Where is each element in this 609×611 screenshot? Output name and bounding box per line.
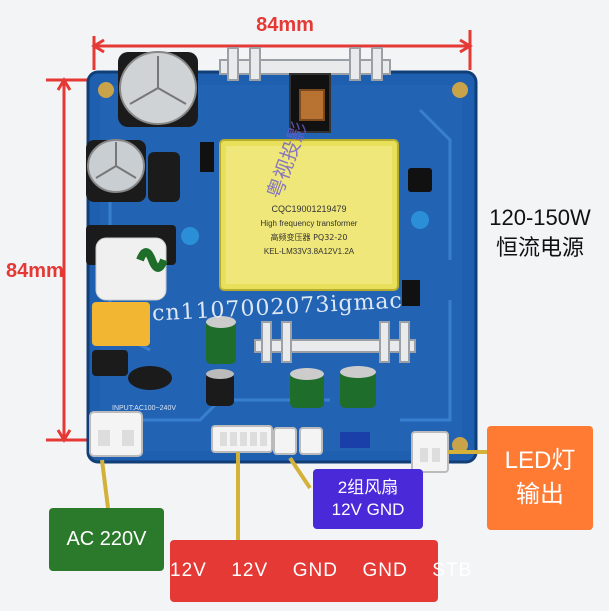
- led-output-connector: [411, 431, 449, 473]
- led-output-line-2: 输出: [516, 481, 564, 508]
- transformer-line-4: KEL-LM33V3.8A12V1.2A: [264, 247, 355, 256]
- height-dimension-label: 84mm: [6, 260, 64, 282]
- leader-lines: [100, 450, 487, 540]
- spec-type: 恒流电源: [495, 235, 584, 260]
- fan-line-2: 12V GND: [331, 500, 405, 519]
- heatsink-bottom: [254, 321, 416, 363]
- transformer-line-2: High frequency transformer: [261, 219, 358, 228]
- width-dimension-label: 84mm: [256, 14, 314, 36]
- transformer-line-1: CQC19001219479: [271, 204, 346, 214]
- small-parts: [181, 142, 432, 448]
- signal-connector: [211, 425, 273, 453]
- ac-input-connector: [89, 411, 143, 457]
- pins-annotation: 12V 12V GND GND STB: [170, 540, 471, 602]
- heatsink-top: [219, 47, 391, 133]
- fan-annotation: 2组风扇 12V GND: [313, 469, 423, 529]
- capacitor-2: [86, 139, 180, 202]
- dimension-lines: [46, 30, 473, 443]
- input-filter-components: [86, 225, 176, 390]
- led-output-annotation: LED灯 输出: [487, 426, 593, 530]
- spec-label: 120-150W 恒流电源: [474, 203, 606, 263]
- led-output-line-1: LED灯: [504, 447, 576, 474]
- fan-connectors: [273, 427, 323, 455]
- spec-power: 120-150W: [489, 205, 591, 230]
- ac-input-annotation: AC 220V: [49, 508, 164, 571]
- high-frequency-transformer: CQC19001219479 High frequency transforme…: [219, 139, 399, 291]
- transformer-line-3: 高频变压器 PQ32-20: [271, 232, 348, 242]
- fan-line-1: 2组风扇: [337, 478, 399, 497]
- pcb-input-label: INPUT:AC100~240V: [112, 405, 176, 412]
- output-capacitors: [206, 316, 376, 408]
- bulk-capacitor: [118, 51, 198, 127]
